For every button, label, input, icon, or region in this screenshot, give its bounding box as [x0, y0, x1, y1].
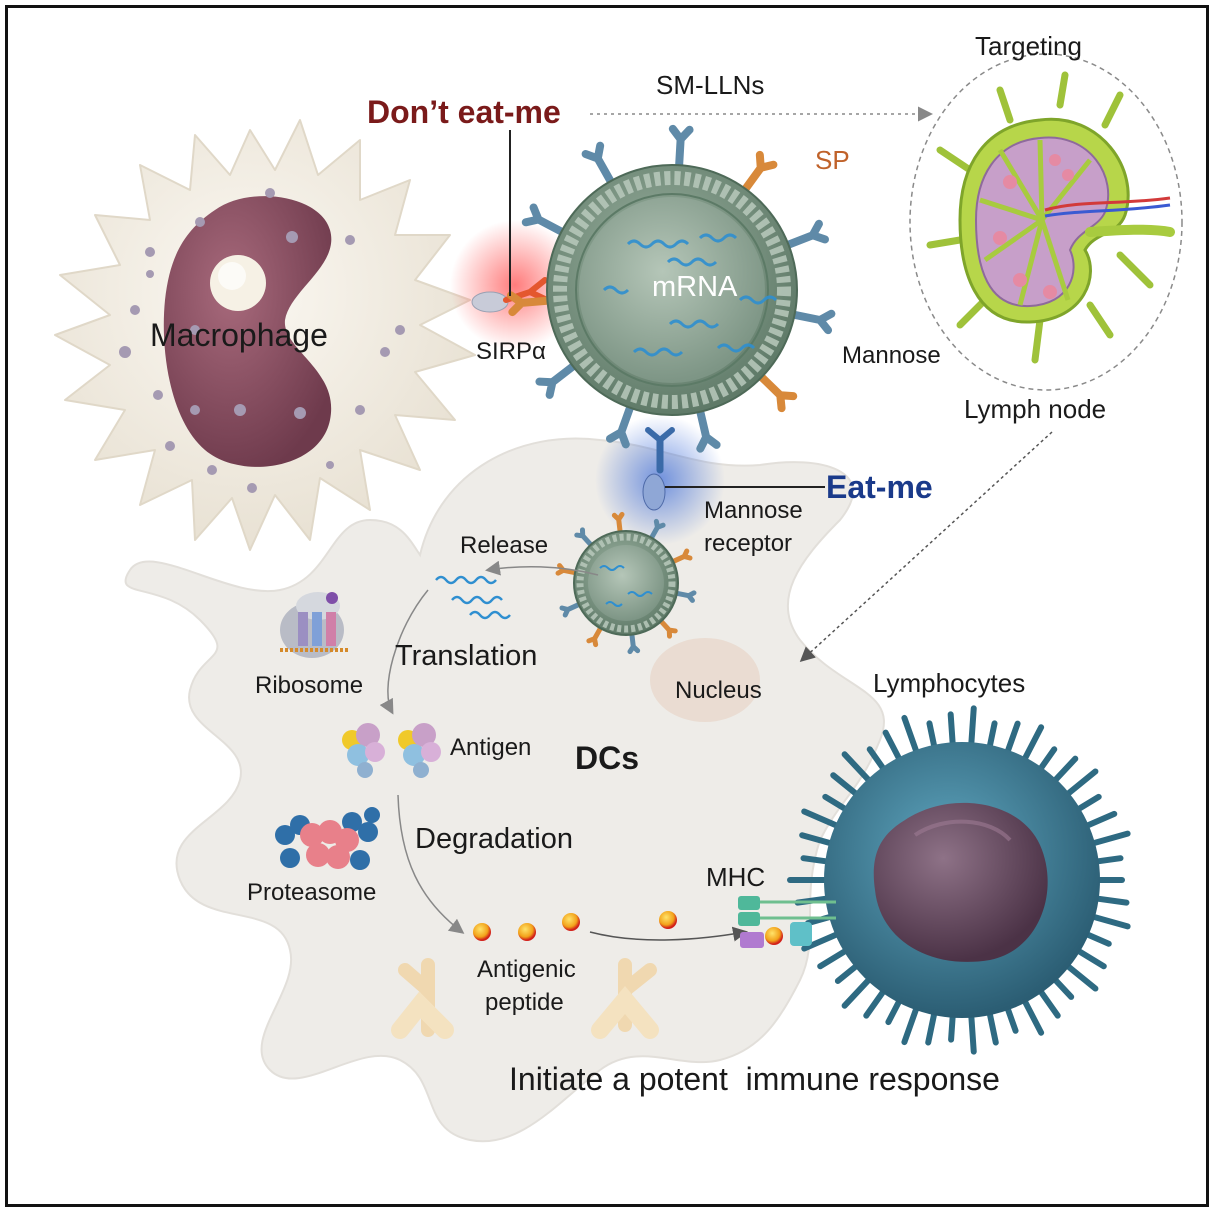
antigenic-peptide-label-line2: peptide: [485, 989, 564, 1016]
mrna-label: mRNA: [652, 271, 738, 303]
internalized-nanoparticle: [555, 511, 697, 655]
mhc-label: MHC: [706, 862, 766, 892]
translation-label: Translation: [395, 640, 538, 672]
lymph-node: [909, 53, 1183, 391]
released-mrna: [435, 575, 511, 620]
mannose-receptor: [642, 473, 666, 511]
targeting-label: Targeting: [975, 31, 1082, 61]
sm-lln-nanoparticle: [506, 124, 836, 453]
antigen-protein: [342, 723, 441, 778]
release-label: Release: [460, 532, 549, 559]
mannose-receptor-label-line2: receptor: [704, 530, 793, 557]
macrophage: [54, 119, 476, 551]
sirpa-label: SIRPα: [476, 338, 546, 365]
lymphocytes-label: Lymphocytes: [873, 668, 1026, 698]
mhc-complex: [738, 896, 836, 948]
nucleus-label: Nucleus: [675, 677, 762, 704]
dont-eat-me-label: Don’t eat-me: [367, 94, 561, 130]
sp-label: SP: [815, 145, 850, 175]
mannose-receptor-label-line1: Mannose: [704, 497, 803, 524]
dc-nucleus: [650, 638, 760, 722]
dcs-label: DCs: [575, 740, 640, 776]
antigenic-peptides: [473, 911, 677, 941]
sm-llns-label: SM-LLNs: [656, 70, 765, 100]
caption-label: Initiate a potent immune response: [509, 1061, 1000, 1097]
ribosome: [280, 592, 350, 658]
proteasome: [275, 807, 380, 870]
sirpa-receptor: [471, 291, 509, 313]
proteasome-label: Proteasome: [247, 879, 377, 906]
antigenic-peptide-label-line1: Antigenic: [477, 956, 576, 983]
macrophage-label: Macrophage: [150, 317, 328, 353]
degradation-label: Degradation: [415, 823, 573, 855]
lymph-node-label: Lymph node: [964, 394, 1107, 424]
mannose-label: Mannose: [842, 342, 941, 369]
eat-me-label: Eat-me: [826, 469, 933, 505]
ribosome-label: Ribosome: [255, 672, 364, 699]
antigen-label: Antigen: [450, 734, 532, 761]
